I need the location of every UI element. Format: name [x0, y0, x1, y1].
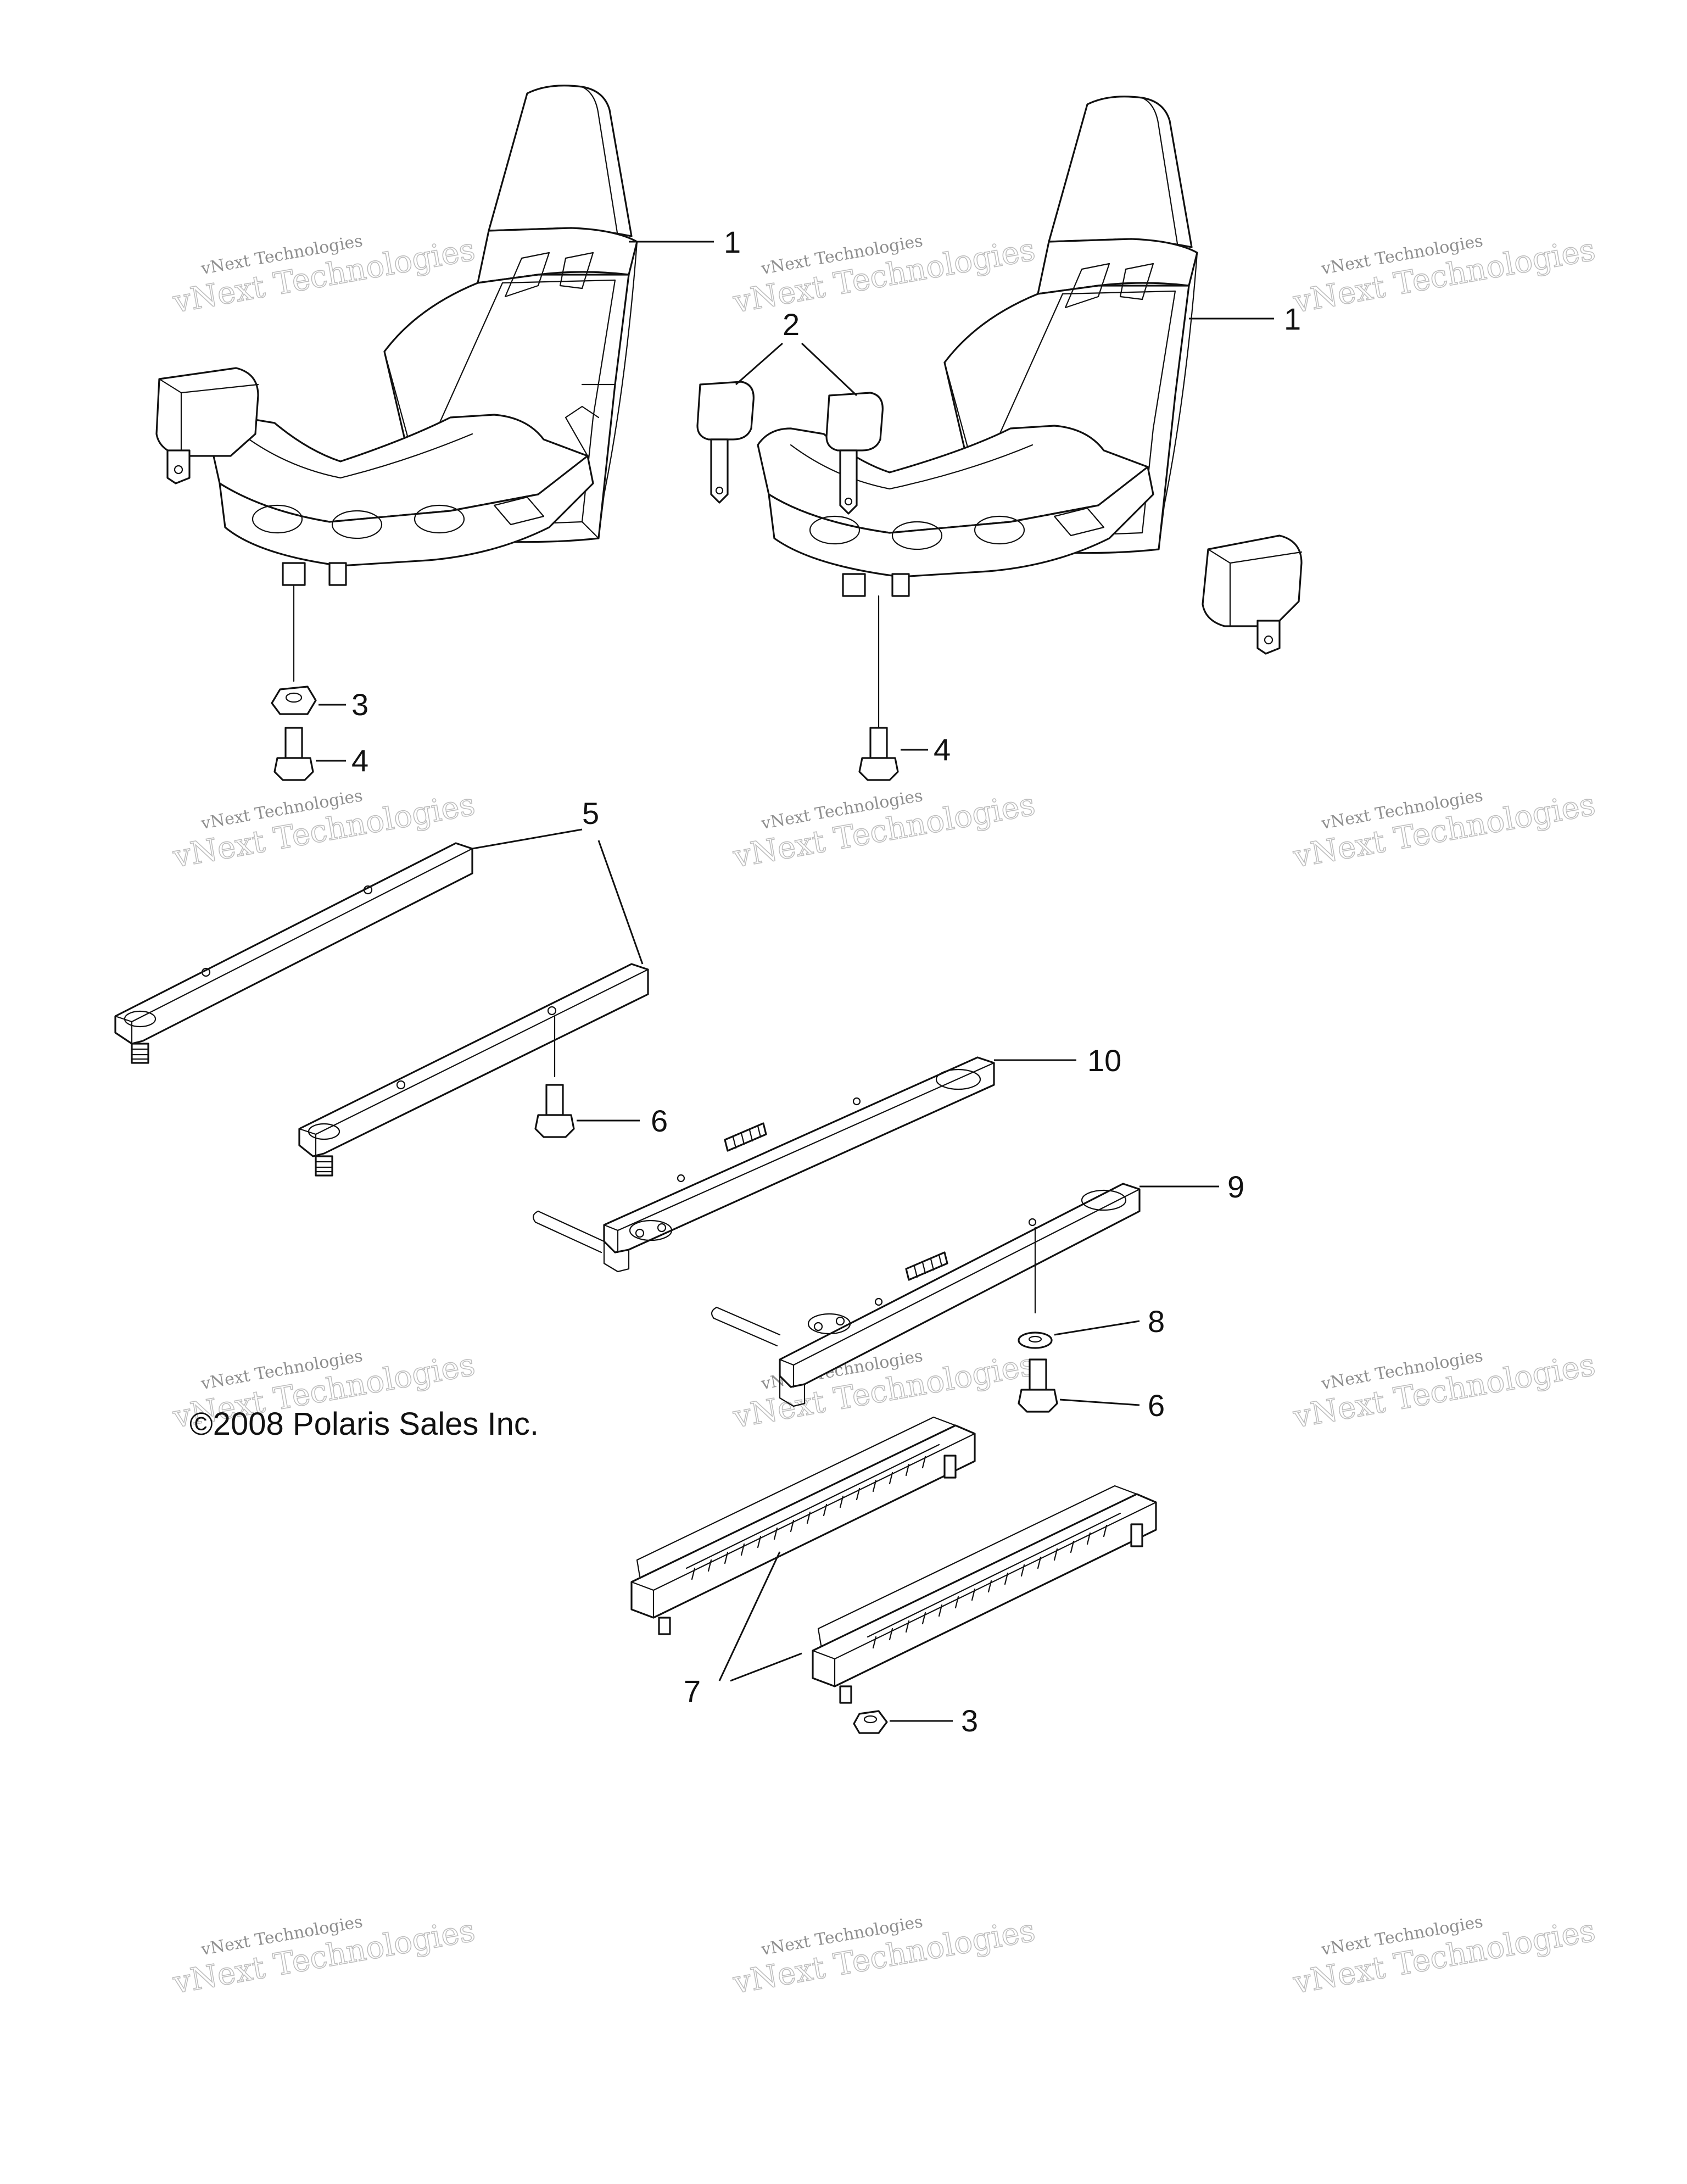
bolt-upper[interactable] — [534, 1084, 575, 1138]
callout-bolt-lower: 6 — [1148, 1388, 1165, 1423]
watermark: vNext Technologies vNext Technologies — [1290, 1346, 1599, 1436]
seat-base-bracket-a[interactable] — [114, 842, 473, 1064]
watermark: vNext Technologies vNext Technologies — [730, 786, 1038, 876]
callout-seat-slider-lower: 9 — [1227, 1169, 1244, 1204]
callout-seat-right: 1 — [1284, 302, 1301, 336]
callout-seat-base-bracket: 5 — [582, 796, 599, 831]
slide-rail-b[interactable] — [812, 1485, 1157, 1704]
callout-seatbelt-buckle: 2 — [783, 307, 800, 342]
callout-seat-left: 1 — [724, 225, 741, 259]
seatbelt-retractor-right[interactable] — [1202, 534, 1303, 655]
leader-lines — [316, 241, 1274, 1722]
watermark: vNext Technologies vNext Technologies — [1290, 231, 1599, 321]
seatbelt-buckle-b[interactable] — [825, 392, 884, 515]
watermark: vNext Technologies vNext Technologies — [730, 1912, 1038, 2002]
screw-right[interactable] — [858, 727, 899, 781]
copyright-notice: ©2008 Polaris Sales Inc. — [189, 1406, 539, 1442]
callout-nut-bottom: 3 — [961, 1703, 978, 1738]
flange-nut-bottom[interactable] — [853, 1710, 888, 1734]
seatbelt-buckle-a[interactable] — [696, 381, 755, 504]
flange-nut-top[interactable] — [271, 686, 317, 715]
seat-right[interactable] — [757, 96, 1198, 737]
slide-rail-a[interactable] — [630, 1416, 976, 1635]
watermark: vNext Technologies vNext Technologies — [1290, 1912, 1599, 2002]
callout-bolt-upper: 6 — [651, 1104, 668, 1138]
callout-slide-rail: 7 — [684, 1674, 701, 1708]
seat-slider-upper[interactable] — [532, 1056, 995, 1273]
seat-slider-lower[interactable] — [711, 1183, 1141, 1407]
watermark: vNext Technologies vNext Technologies — [1290, 786, 1599, 876]
callouts: 1 1 2 3 4 4 5 6 10 9 8 6 7 3 — [351, 225, 1301, 1738]
watermark: vNext Technologies vNext Technologies — [170, 231, 478, 321]
seat-left[interactable] — [208, 85, 638, 682]
callout-screw-right: 4 — [934, 732, 951, 767]
watermark: vNext Technologies vNext Technologies — [170, 1912, 478, 2002]
bolt-lower[interactable] — [1018, 1358, 1058, 1413]
callout-washer: 8 — [1148, 1304, 1165, 1339]
callout-seat-slider-upper: 10 — [1087, 1043, 1121, 1078]
washer[interactable] — [1018, 1331, 1053, 1349]
seatbelt-retractor-left[interactable] — [155, 367, 259, 484]
screw-left[interactable] — [273, 727, 314, 781]
callout-screw-left: 4 — [351, 743, 368, 778]
seat-base-bracket-b[interactable] — [298, 963, 649, 1177]
callout-nut-top: 3 — [351, 687, 368, 722]
watermark: vNext Technologies vNext Technologies — [730, 231, 1038, 321]
